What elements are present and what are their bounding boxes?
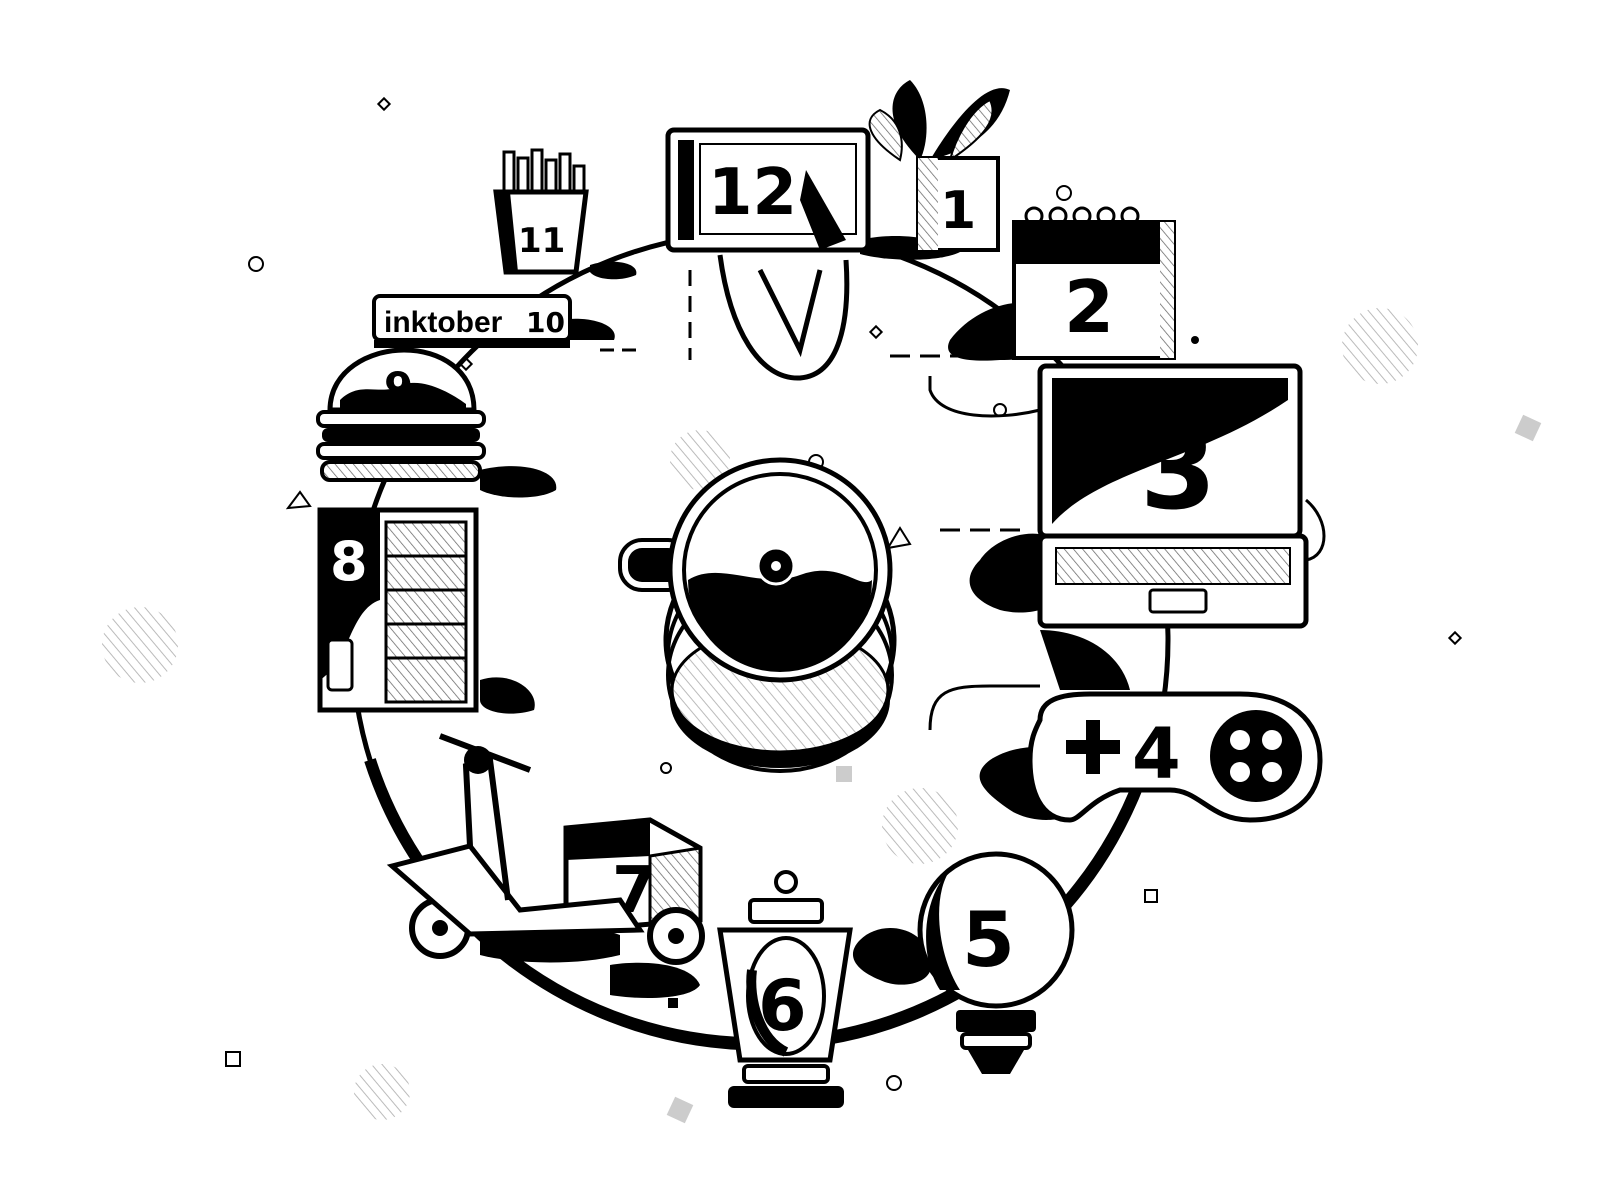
number-3: 3 xyxy=(1140,406,1217,534)
calendar-icon: 2 xyxy=(1012,206,1176,360)
potted-plant-icon: 1 xyxy=(868,80,1010,252)
number-4: 4 xyxy=(1132,713,1181,795)
fries-icon: 11 xyxy=(493,148,589,275)
gamepad-icon: 4 xyxy=(928,684,1323,823)
number-9: 9 xyxy=(384,363,413,412)
number-10: 10 xyxy=(526,306,565,339)
power-cables xyxy=(600,348,1326,562)
burger-icon: 9 xyxy=(316,347,486,482)
number-8: 8 xyxy=(330,530,368,593)
decorative-shapes xyxy=(225,96,1542,1124)
coffee-cup-icon xyxy=(618,457,897,773)
lantern-icon: 6 xyxy=(717,870,853,1108)
number-5: 5 xyxy=(962,895,1015,984)
inktober-label: inktober xyxy=(384,306,503,339)
light-bulb-icon: 5 xyxy=(917,851,1075,1074)
vending-machine-icon: 8 xyxy=(317,507,479,713)
number-1: 1 xyxy=(940,181,976,241)
scooter-icon xyxy=(386,733,705,965)
number-11: 11 xyxy=(518,221,565,261)
decorative-hatched-circles xyxy=(102,308,1418,1120)
number-12: 12 xyxy=(708,156,797,230)
number-2: 2 xyxy=(1064,265,1114,349)
drawing-tablet-icon: 12 xyxy=(665,127,871,381)
laptop-icon: 3 xyxy=(1037,363,1309,629)
number-6: 6 xyxy=(758,965,807,1047)
inktober-sign-icon: inktober 10 xyxy=(372,294,572,348)
